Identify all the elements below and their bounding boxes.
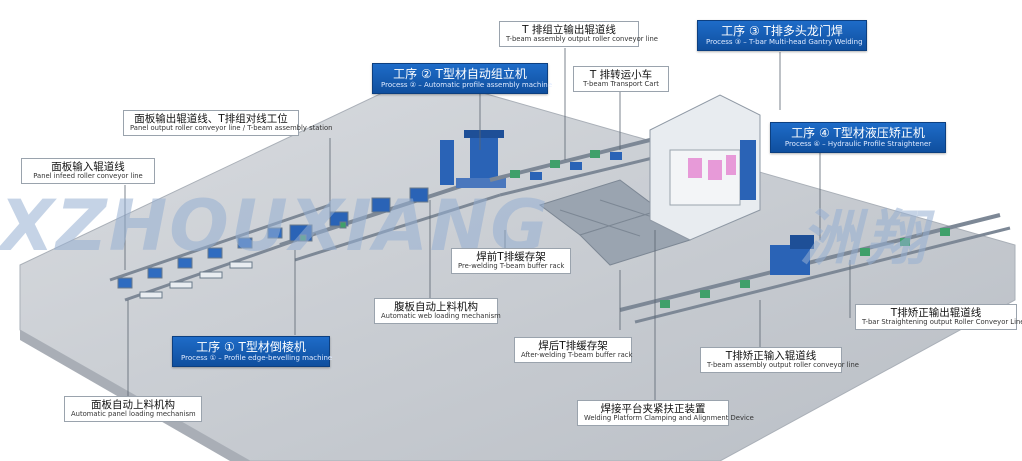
label-tbeam-output-zh: T 排组立输出辊道线	[522, 24, 616, 36]
label-panel-infeed-en: Panel infeed roller conveyor line	[33, 172, 143, 181]
label-after-weld-rack-zh: 焊后T排缓存架	[538, 340, 608, 352]
label-pre-weld-rack: 焊前T排缓存架 Pre-welding T-beam buffer rack	[451, 248, 571, 274]
label-transport-cart-en: T-beam Transport Cart	[583, 80, 659, 89]
label-panel-loading-en: Automatic panel loading mechanism	[71, 410, 196, 419]
process-1: 工序 ① T型材倒棱机 Process ① – Profile edge-bev…	[172, 336, 333, 367]
label-straight-input-zh: T排矫正输入辊道线	[725, 350, 817, 362]
bevelling-line	[279, 178, 501, 262]
label-transport-cart-zh: T 排转运小车	[589, 69, 653, 81]
label-clamping: 焊接平台夹紧扶正装置 Welding Platform Clamping and…	[577, 400, 754, 426]
label-web-loading: 腹板自动上料机构 Automatic web loading mechanism	[374, 298, 501, 324]
watermark-cn: 洲翔	[800, 204, 932, 274]
label-clamping-zh: 焊接平台夹紧扶正装置	[600, 403, 706, 415]
label-tbeam-output: T 排组立输出辊道线 T-beam assembly output roller…	[499, 21, 658, 47]
process-4-zh: 工序 ④ T型材液压矫正机	[791, 126, 925, 140]
label-transport-cart: T 排转运小车 T-beam Transport Cart	[573, 66, 669, 92]
label-web-loading-en: Automatic web loading mechanism	[381, 312, 501, 321]
process-4: 工序 ④ T型材液压矫正机 Process ④ – Hydraulic Prof…	[770, 122, 946, 153]
process-3-en: Process ③ – T-bar Multi-head Gantry Weld…	[706, 38, 863, 47]
process-3-zh: 工序 ③ T排多头龙门焊	[721, 24, 843, 38]
label-panel-loading: 面板自动上料机构 Automatic panel loading mechani…	[64, 396, 202, 422]
label-straight-input-en: T-beam assembly output roller conveyor l…	[707, 361, 859, 370]
label-after-weld-rack-en: After-welding T-beam buffer rack	[521, 351, 633, 360]
upper-conveyor	[489, 138, 666, 197]
process-3: 工序 ③ T排多头龙门焊 Process ③ – T-bar Multi-hea…	[697, 20, 867, 51]
process-2-en: Process ② – Automatic profile assembly m…	[381, 81, 553, 90]
process-1-zh: 工序 ① T型材倒棱机	[196, 340, 306, 354]
leader-lines	[124, 48, 851, 402]
label-clamping-en: Welding Platform Clamping and Alignment …	[584, 414, 754, 423]
label-tbeam-output-en: T-beam assembly output roller conveyor l…	[506, 35, 658, 44]
label-panel-infeed-zh: 面板输入辊道线	[51, 161, 125, 173]
label-straight-output: T排矫正输出辊道线 T-bar Straightening output Rol…	[855, 304, 1022, 330]
label-pre-weld-rack-zh: 焊前T排缓存架	[476, 251, 546, 263]
label-straight-output-en: T-bar Straightening output Roller Convey…	[862, 318, 1022, 327]
label-after-weld-rack: 焊后T排缓存架 After-welding T-beam buffer rack	[514, 337, 632, 363]
straightening-line	[619, 213, 1011, 324]
process-4-en: Process ④ – Hydraulic Profile Straighten…	[784, 140, 932, 149]
process-2-zh: 工序 ② T型材自动组立机	[393, 67, 527, 81]
label-straight-output-zh: T排矫正输出辊道线	[890, 307, 982, 319]
label-panel-output: 面板输出辊道线、T排组对线工位 Panel output roller conv…	[123, 110, 333, 136]
process-1-en: Process ① – Profile edge-bevelling machi…	[181, 354, 333, 363]
label-panel-output-en: Panel output roller conveyor line / T-be…	[130, 124, 333, 133]
assembly-machine	[440, 130, 506, 188]
gantry-welder	[649, 94, 761, 241]
label-panel-output-zh: 面板输出辊道线、T排组对线工位	[134, 113, 288, 125]
process-2: 工序 ② T型材自动组立机 Process ② – Automatic prof…	[372, 63, 553, 94]
label-panel-infeed: 面板输入辊道线 Panel infeed roller conveyor lin…	[21, 158, 155, 184]
label-pre-weld-rack-en: Pre-welding T-beam buffer rack	[458, 262, 565, 271]
label-panel-loading-zh: 面板自动上料机构	[91, 399, 175, 411]
label-web-loading-zh: 腹板自动上料机构	[394, 301, 478, 313]
label-straight-input: T排矫正输入辊道线 T-beam assembly output roller …	[700, 347, 859, 373]
